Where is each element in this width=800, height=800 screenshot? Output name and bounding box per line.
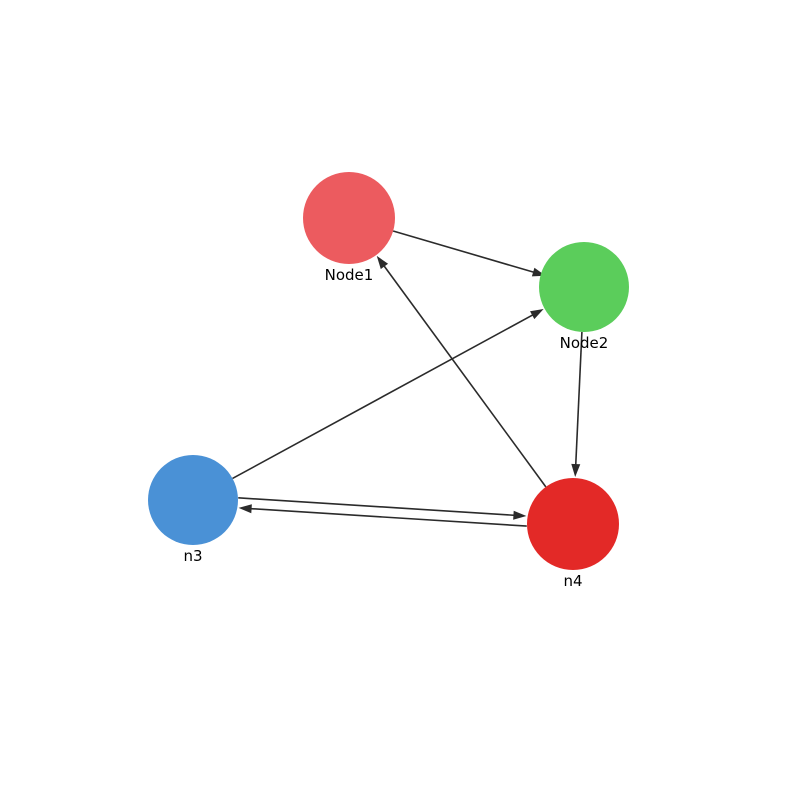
edge-n3-to-n4[interactable] xyxy=(238,497,527,520)
edge-line[interactable] xyxy=(238,497,517,517)
edge-line[interactable] xyxy=(232,313,536,480)
edge-line[interactable] xyxy=(574,331,583,468)
edge-n3-to-Node2[interactable] xyxy=(232,309,544,480)
edge-line[interactable] xyxy=(382,263,547,488)
node-n4[interactable]: n4 xyxy=(527,478,619,590)
arrowhead-icon xyxy=(530,309,544,320)
node-label-n4: n4 xyxy=(563,572,582,590)
node-label-Node2: Node2 xyxy=(560,334,609,352)
node-n3[interactable]: n3 xyxy=(148,455,238,565)
node-label-n3: n3 xyxy=(183,547,202,565)
node-circle-n3[interactable] xyxy=(148,455,238,545)
node-circle-Node1[interactable] xyxy=(303,172,395,264)
node-circle-n4[interactable] xyxy=(527,478,619,570)
arrowhead-icon xyxy=(513,510,527,520)
edge-n4-to-Node1[interactable] xyxy=(376,255,547,488)
edge-line[interactable] xyxy=(248,507,527,527)
edge-n4-to-n3[interactable] xyxy=(238,504,527,527)
edge-Node1-to-Node2[interactable] xyxy=(392,230,546,277)
edge-Node2-to-n4[interactable] xyxy=(571,331,583,478)
node-Node2[interactable]: Node2 xyxy=(539,242,629,352)
node-label-Node1: Node1 xyxy=(325,266,374,284)
node-Node1[interactable]: Node1 xyxy=(303,172,395,284)
arrowhead-icon xyxy=(571,463,581,478)
arrowhead-icon xyxy=(376,255,389,270)
edge-line[interactable] xyxy=(392,230,537,274)
arrowhead-icon xyxy=(238,504,252,514)
node-circle-Node2[interactable] xyxy=(539,242,629,332)
